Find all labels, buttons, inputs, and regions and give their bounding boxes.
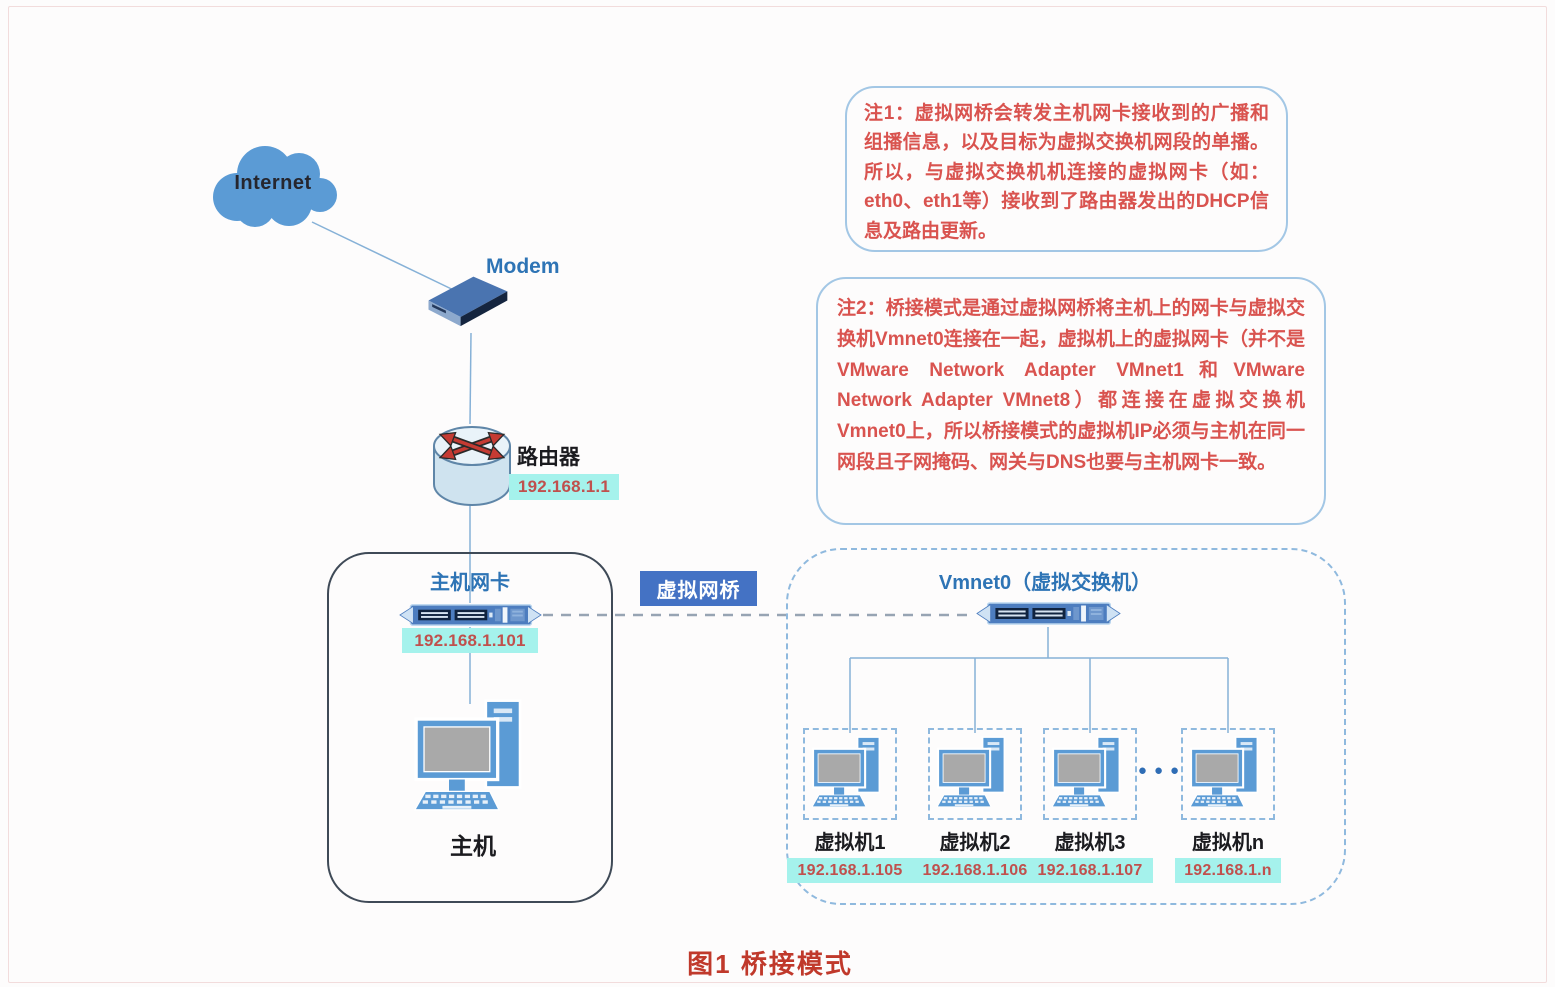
router-label: 路由器 bbox=[517, 446, 580, 469]
internet-label: Internet bbox=[234, 172, 312, 194]
virtual-bridge-badge: 虚拟网桥 bbox=[640, 571, 757, 606]
vm3-node: 虚拟机3 192.168.1.107 bbox=[1027, 728, 1153, 883]
computer-icon bbox=[808, 735, 892, 813]
host-computer-icon bbox=[408, 698, 540, 819]
router-ip-badge: 192.168.1.1 bbox=[509, 474, 619, 500]
vmn-ip-badge: 192.168.1.n bbox=[1175, 858, 1281, 883]
vm1-dashed-border bbox=[803, 728, 897, 820]
vm3-dashed-border bbox=[1043, 728, 1137, 820]
vmnet0-switch-icon bbox=[976, 602, 1121, 625]
computer-icon bbox=[1048, 735, 1132, 813]
vm3-label: 虚拟机3 bbox=[1054, 832, 1126, 854]
vmnet0-label: Vmnet0（虚拟交换机） bbox=[938, 572, 1152, 594]
computer-icon bbox=[1186, 735, 1270, 813]
vmn-node: 虚拟机n 192.168.1.n bbox=[1165, 728, 1291, 883]
note1-callout: 注1：虚拟网桥会转发主机网卡接收到的广播和组播信息，以及目标为虚拟交换机网段的单… bbox=[845, 86, 1288, 252]
vm2-ip-badge: 192.168.1.106 bbox=[912, 858, 1038, 883]
vm1-node: 虚拟机1 192.168.1.105 bbox=[787, 728, 913, 883]
vm3-ip-badge: 192.168.1.107 bbox=[1027, 858, 1153, 883]
vm2-label: 虚拟机2 bbox=[939, 832, 1011, 854]
host-label: 主机 bbox=[450, 833, 496, 859]
vm2-node: 虚拟机2 192.168.1.106 bbox=[912, 728, 1038, 883]
computer-icon bbox=[933, 735, 1017, 813]
vmn-label: 虚拟机n bbox=[1191, 832, 1265, 854]
router-icon bbox=[433, 426, 511, 506]
more-vms-ellipsis: ●●● bbox=[1137, 762, 1187, 779]
host-nic-icon bbox=[399, 604, 542, 626]
vm1-label: 虚拟机1 bbox=[814, 832, 886, 854]
internet-cloud-icon bbox=[213, 146, 337, 227]
vmnet0-container-box bbox=[786, 548, 1346, 905]
figure-caption: 图1 桥接模式 bbox=[687, 949, 853, 979]
modem-icon bbox=[428, 276, 508, 327]
modem-label: Modem bbox=[486, 255, 560, 278]
host-container-box bbox=[327, 552, 613, 903]
note2-callout: 注2：桥接模式是通过虚拟网桥将主机上的网卡与虚拟交换机Vmnet0连接在一起，虚… bbox=[816, 277, 1326, 525]
vm2-dashed-border bbox=[928, 728, 1022, 820]
host-nic-ip-badge: 192.168.1.101 bbox=[402, 628, 538, 653]
vmn-dashed-border bbox=[1181, 728, 1275, 820]
host-nic-label: 主机网卡 bbox=[430, 572, 510, 594]
vm1-ip-badge: 192.168.1.105 bbox=[787, 858, 913, 883]
